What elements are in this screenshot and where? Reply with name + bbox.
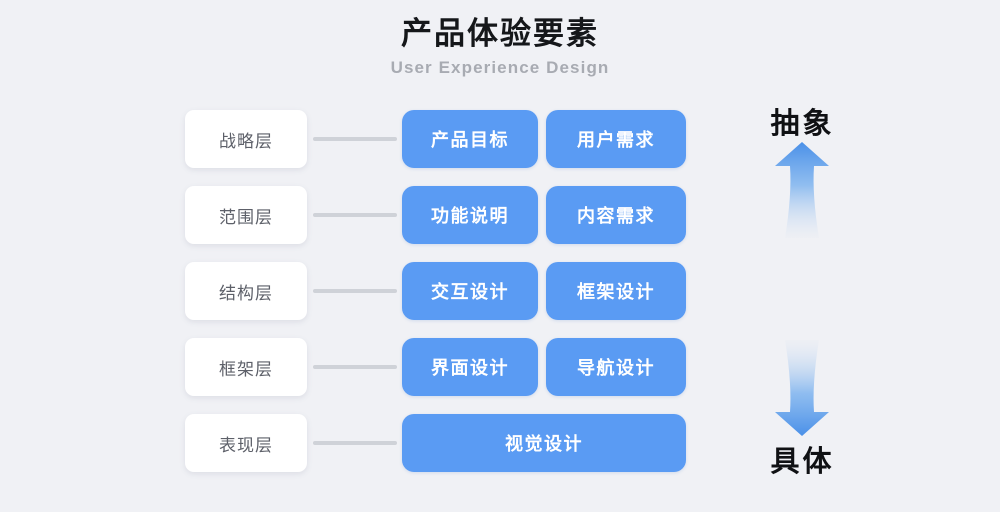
card-functional-spec[interactable]: 功能说明 [402,186,538,244]
axis-label-concrete: 具体 [770,446,835,478]
abstraction-axis: 抽象 具体 [735,0,870,512]
card-product-goal[interactable]: 产品目标 [402,110,538,168]
card-visual-design[interactable]: 视觉设计 [402,414,686,472]
layer-label-skeleton[interactable]: 框架层 [185,338,307,396]
layer-label-strategy[interactable]: 战略层 [185,110,307,168]
axis-label-abstract: 抽象 [770,108,835,140]
page-subtitle: User Experience Design [390,58,610,77]
connector-line-scope [313,213,397,217]
card-area-surface: 视觉设计 [402,414,686,472]
connector-line-structure [313,289,397,293]
diagram-row-skeleton: 框架层 界面设计 导航设计 [0,338,1000,396]
card-area-structure: 交互设计 框架设计 [402,262,686,320]
connector-line-surface [313,441,397,445]
connector-line-skeleton [313,365,397,369]
card-user-needs[interactable]: 用户需求 [546,110,686,168]
card-area-strategy: 产品目标 用户需求 [402,110,686,168]
card-navigation-design[interactable]: 导航设计 [546,338,686,396]
card-interface-design[interactable]: 界面设计 [402,338,538,396]
layer-label-surface[interactable]: 表现层 [185,414,307,472]
card-area-scope: 功能说明 内容需求 [402,186,686,244]
page-title: 产品体验要素 [401,16,599,51]
card-information-architecture[interactable]: 框架设计 [546,262,686,320]
diagram-row-scope: 范围层 功能说明 内容需求 [0,186,1000,244]
arrow-up-icon [775,142,829,238]
page-header: 产品体验要素 User Experience Design [0,14,1000,80]
arrow-down-icon [775,340,829,436]
card-content-requirements[interactable]: 内容需求 [546,186,686,244]
diagram-row-strategy: 战略层 产品目标 用户需求 [0,110,1000,168]
layer-label-structure[interactable]: 结构层 [185,262,307,320]
diagram-row-surface: 表现层 视觉设计 [0,414,1000,472]
layer-label-scope[interactable]: 范围层 [185,186,307,244]
connector-line-strategy [313,137,397,141]
diagram-row-structure: 结构层 交互设计 框架设计 [0,262,1000,320]
card-area-skeleton: 界面设计 导航设计 [402,338,686,396]
card-interaction-design[interactable]: 交互设计 [402,262,538,320]
